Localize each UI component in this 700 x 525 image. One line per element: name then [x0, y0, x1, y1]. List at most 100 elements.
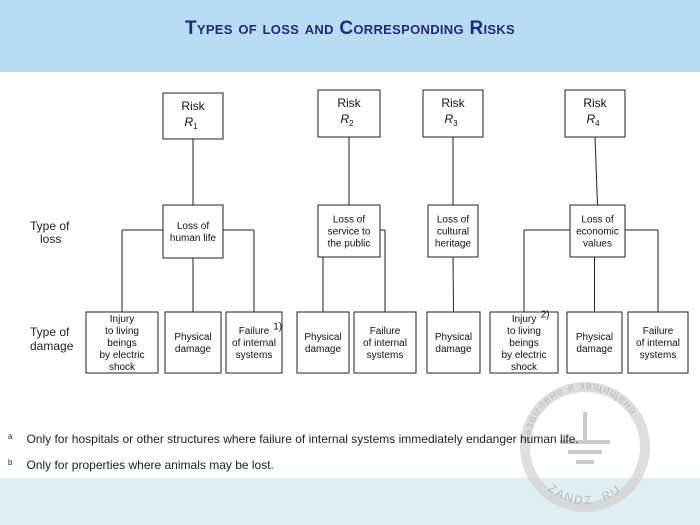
risk-symbol: R1: [184, 115, 198, 131]
footnote-b-mark: b: [8, 458, 13, 467]
row-label-damage: Type of damage: [30, 325, 74, 353]
loss-node-3-line-1: Loss of: [437, 215, 469, 226]
row-label-loss-line2: loss: [40, 232, 61, 246]
risk-symbol: R2: [340, 112, 354, 128]
damage-node-1-line-2: to living: [105, 326, 139, 337]
damage-node-7-line-2: to living: [507, 326, 541, 337]
damage-node-2-line-1: Physical: [174, 332, 211, 343]
damage-node-1-box: [85, 311, 159, 374]
damage-node-4-box: [296, 311, 350, 374]
footnote-b-text: Only for properties where animals may be…: [26, 458, 274, 472]
damage-note-mark: 1): [273, 322, 282, 333]
watermark-ring: [520, 382, 650, 512]
risk-label: Risk: [337, 96, 361, 110]
damage-node-5-box: [353, 311, 417, 374]
risk-symbol-sub: 4: [595, 119, 600, 128]
damage-node-9-line-2: of internal: [636, 338, 680, 349]
risk-symbol-letter: R: [340, 112, 349, 126]
loss-node-4-line-1: Loss of: [581, 215, 613, 226]
loss-node-3-line-3: heritage: [435, 239, 472, 250]
damage-node-2-line-2: damage: [175, 344, 212, 355]
damage-node-3-line-1: Failure: [239, 326, 270, 337]
damage-node-7-line-3: beings: [509, 338, 538, 349]
risk-label: Risk: [583, 96, 607, 110]
risk-symbol-letter: R: [184, 115, 193, 129]
damage-node-1-line-5: shock: [109, 362, 136, 373]
damage-node-8-line-1: Physical: [576, 332, 613, 343]
loss-node-4-line-3: values: [583, 239, 612, 250]
damage-node-6-box: [426, 311, 481, 374]
connector-risk-4: [594, 136, 598, 206]
risk-node-4-box: [564, 89, 626, 138]
risk-node-2-box: [317, 89, 381, 138]
loss-node-1-line-2: human life: [170, 233, 217, 244]
risk-symbol-letter: R: [444, 112, 453, 126]
row-label-damage-line1: Type of: [30, 325, 70, 339]
loss-node-4-box: [569, 204, 626, 258]
damage-node-1-line-1: Injury: [110, 314, 134, 325]
risk-symbol-sub: 1: [193, 122, 198, 131]
footnote-a-text: Only for hospitals or other structures w…: [26, 432, 579, 446]
footer-band: [0, 478, 700, 525]
footnote-b: b Only for properties where animals may b…: [8, 458, 274, 472]
damage-node-3-box: [225, 311, 283, 374]
risk-symbol: R4: [586, 112, 600, 128]
damage-note-mark: 2): [541, 310, 550, 321]
damage-node-5-line-1: Failure: [370, 326, 401, 337]
damage-node-6-line-1: Physical: [435, 332, 472, 343]
loss-node-2-box: [317, 204, 381, 258]
damage-node-1-line-4: by electric: [99, 350, 144, 361]
loss-node-2-line-2: service to: [328, 227, 371, 238]
damage-node-7-line-5: shock: [511, 362, 538, 373]
damage-node-7-box: [489, 311, 559, 374]
row-label-damage-line2: damage: [30, 339, 74, 353]
risk-symbol-sub: 2: [349, 119, 354, 128]
damage-node-9-line-1: Failure: [643, 326, 674, 337]
loss-node-1-box: [162, 204, 224, 259]
damage-node-3-line-3: systems: [236, 350, 273, 361]
damage-node-1-line-3: beings: [107, 338, 136, 349]
damage-node-2-box: [164, 311, 222, 374]
page-title: Types of loss and Corresponding Risks: [184, 18, 516, 39]
risk-symbol-letter: R: [586, 112, 595, 126]
ground-symbol-icon: [560, 412, 610, 464]
loss-node-1-line-1: Loss of: [177, 221, 209, 232]
damage-node-6-line-2: damage: [435, 344, 472, 355]
damage-node-9-line-3: systems: [640, 350, 677, 361]
damage-node-4-line-2: damage: [305, 344, 342, 355]
risk-node-1-box: [162, 92, 224, 140]
loss-node-4-line-2: economic: [576, 227, 619, 238]
damage-node-5-line-3: systems: [367, 350, 404, 361]
damage-node-7-line-4: by electric: [501, 350, 546, 361]
damage-node-7-line-1: Injury: [512, 314, 536, 325]
connectors: [121, 136, 659, 313]
loss-node-3-line-2: cultural: [437, 227, 469, 238]
row-label-loss-line1: Type of: [30, 219, 70, 233]
damage-node-8-line-2: damage: [576, 344, 613, 355]
risk-symbol: R3: [444, 112, 458, 128]
damage-node-5-line-2: of internal: [363, 338, 407, 349]
loss-node-2-line-3: the public: [328, 239, 371, 250]
header-bar: Types of loss and Corresponding Risks: [0, 0, 700, 72]
risk-node-3-box: [422, 89, 484, 138]
risk-label: Risk: [181, 99, 205, 113]
